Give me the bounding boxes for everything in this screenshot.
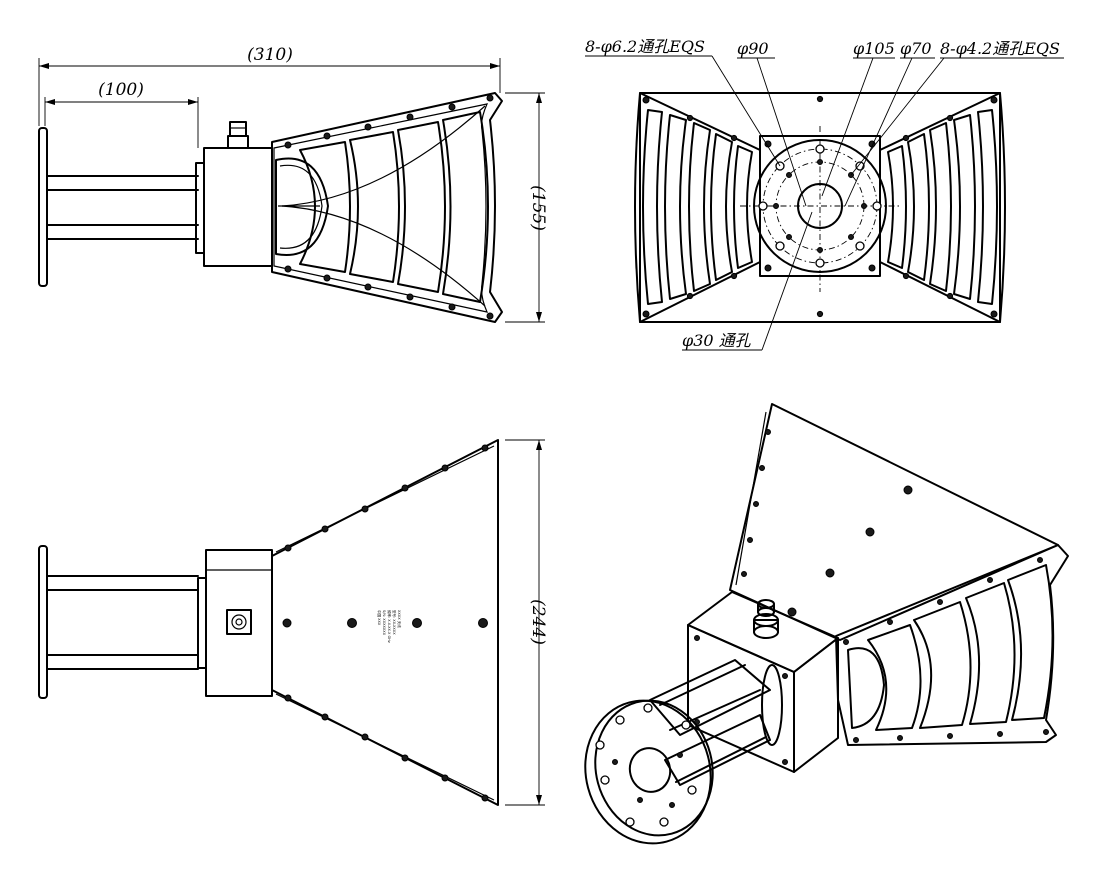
left-wing-slots <box>642 109 753 305</box>
inner-flange-top <box>197 577 207 669</box>
front-frame-holes <box>642 95 998 318</box>
dimension-label-310: (310) <box>247 45 293 65</box>
side-view: (310) (100) (155) <box>38 45 548 323</box>
callout-dia-70: φ70 <box>900 39 932 58</box>
edge-screws <box>284 444 489 802</box>
callout-leaders <box>585 55 1064 351</box>
support-rods <box>46 175 199 240</box>
horn-slots <box>275 111 489 303</box>
iso-top-holes <box>787 485 913 617</box>
horn-plate-top <box>271 439 499 806</box>
top-view: (244) <box>38 439 548 806</box>
nameplate-line-5: 中国 XXX <box>377 610 382 626</box>
callout-holes-4-2: 8-φ4.2通孔EQS <box>940 39 1060 58</box>
plate-holes <box>282 618 488 628</box>
mounting-flange <box>38 127 48 287</box>
iso-edge-bumps <box>741 429 771 577</box>
dimension-overall-length: (310) <box>38 45 501 126</box>
right-wing-slots <box>887 109 998 305</box>
right-wing <box>879 92 1006 323</box>
nameplate: XXXX 天线 型号: XX-XXXX 频率: X.X-XX.X GHz S/N… <box>377 610 402 643</box>
isometric-view <box>584 403 1069 845</box>
connector <box>227 121 249 149</box>
callout-dia-105: φ105 <box>853 39 895 58</box>
nameplate-line-2: 型号: XX-XXXX <box>392 610 397 635</box>
dimension-height: (155) <box>505 92 548 323</box>
iso-rods <box>649 659 783 786</box>
iso-side-holes <box>843 557 1049 743</box>
mounting-flange-top <box>38 545 48 699</box>
frame-holes <box>284 94 494 320</box>
connector-top <box>226 609 252 635</box>
left-wing <box>634 92 761 323</box>
iso-top-plate <box>729 403 1059 641</box>
iso-connector <box>753 599 779 639</box>
iso-flange-disc <box>584 699 714 845</box>
dimension-label-244: (244) <box>528 599 548 645</box>
nameplate-line-3: 频率: X.X-XX.X GHz <box>387 610 392 643</box>
dimension-width: (244) <box>505 439 548 806</box>
callout-dia-90: φ90 <box>737 39 769 58</box>
dimension-mount-length: (100) <box>44 80 199 148</box>
adapter-block-top <box>205 549 273 697</box>
horn-frame <box>271 92 503 323</box>
adapter-block <box>203 147 273 267</box>
nameplate-line-4: S/N: XXXXXXX <box>382 610 386 636</box>
iso-slots <box>847 564 1054 731</box>
dimension-label-155: (155) <box>528 185 548 231</box>
support-rods-top <box>46 575 199 670</box>
callout-center-hole-30: φ30 通孔 <box>682 331 752 350</box>
front-view: 8-φ6.2通孔EQS φ90 φ105 φ70 8-φ4.2通孔EQS φ30… <box>585 37 1064 351</box>
callout-holes-6-2: 8-φ6.2通孔EQS <box>585 37 705 56</box>
nameplate-line-1: XXXX 天线 <box>397 610 402 628</box>
dimension-label-100: (100) <box>98 80 144 100</box>
